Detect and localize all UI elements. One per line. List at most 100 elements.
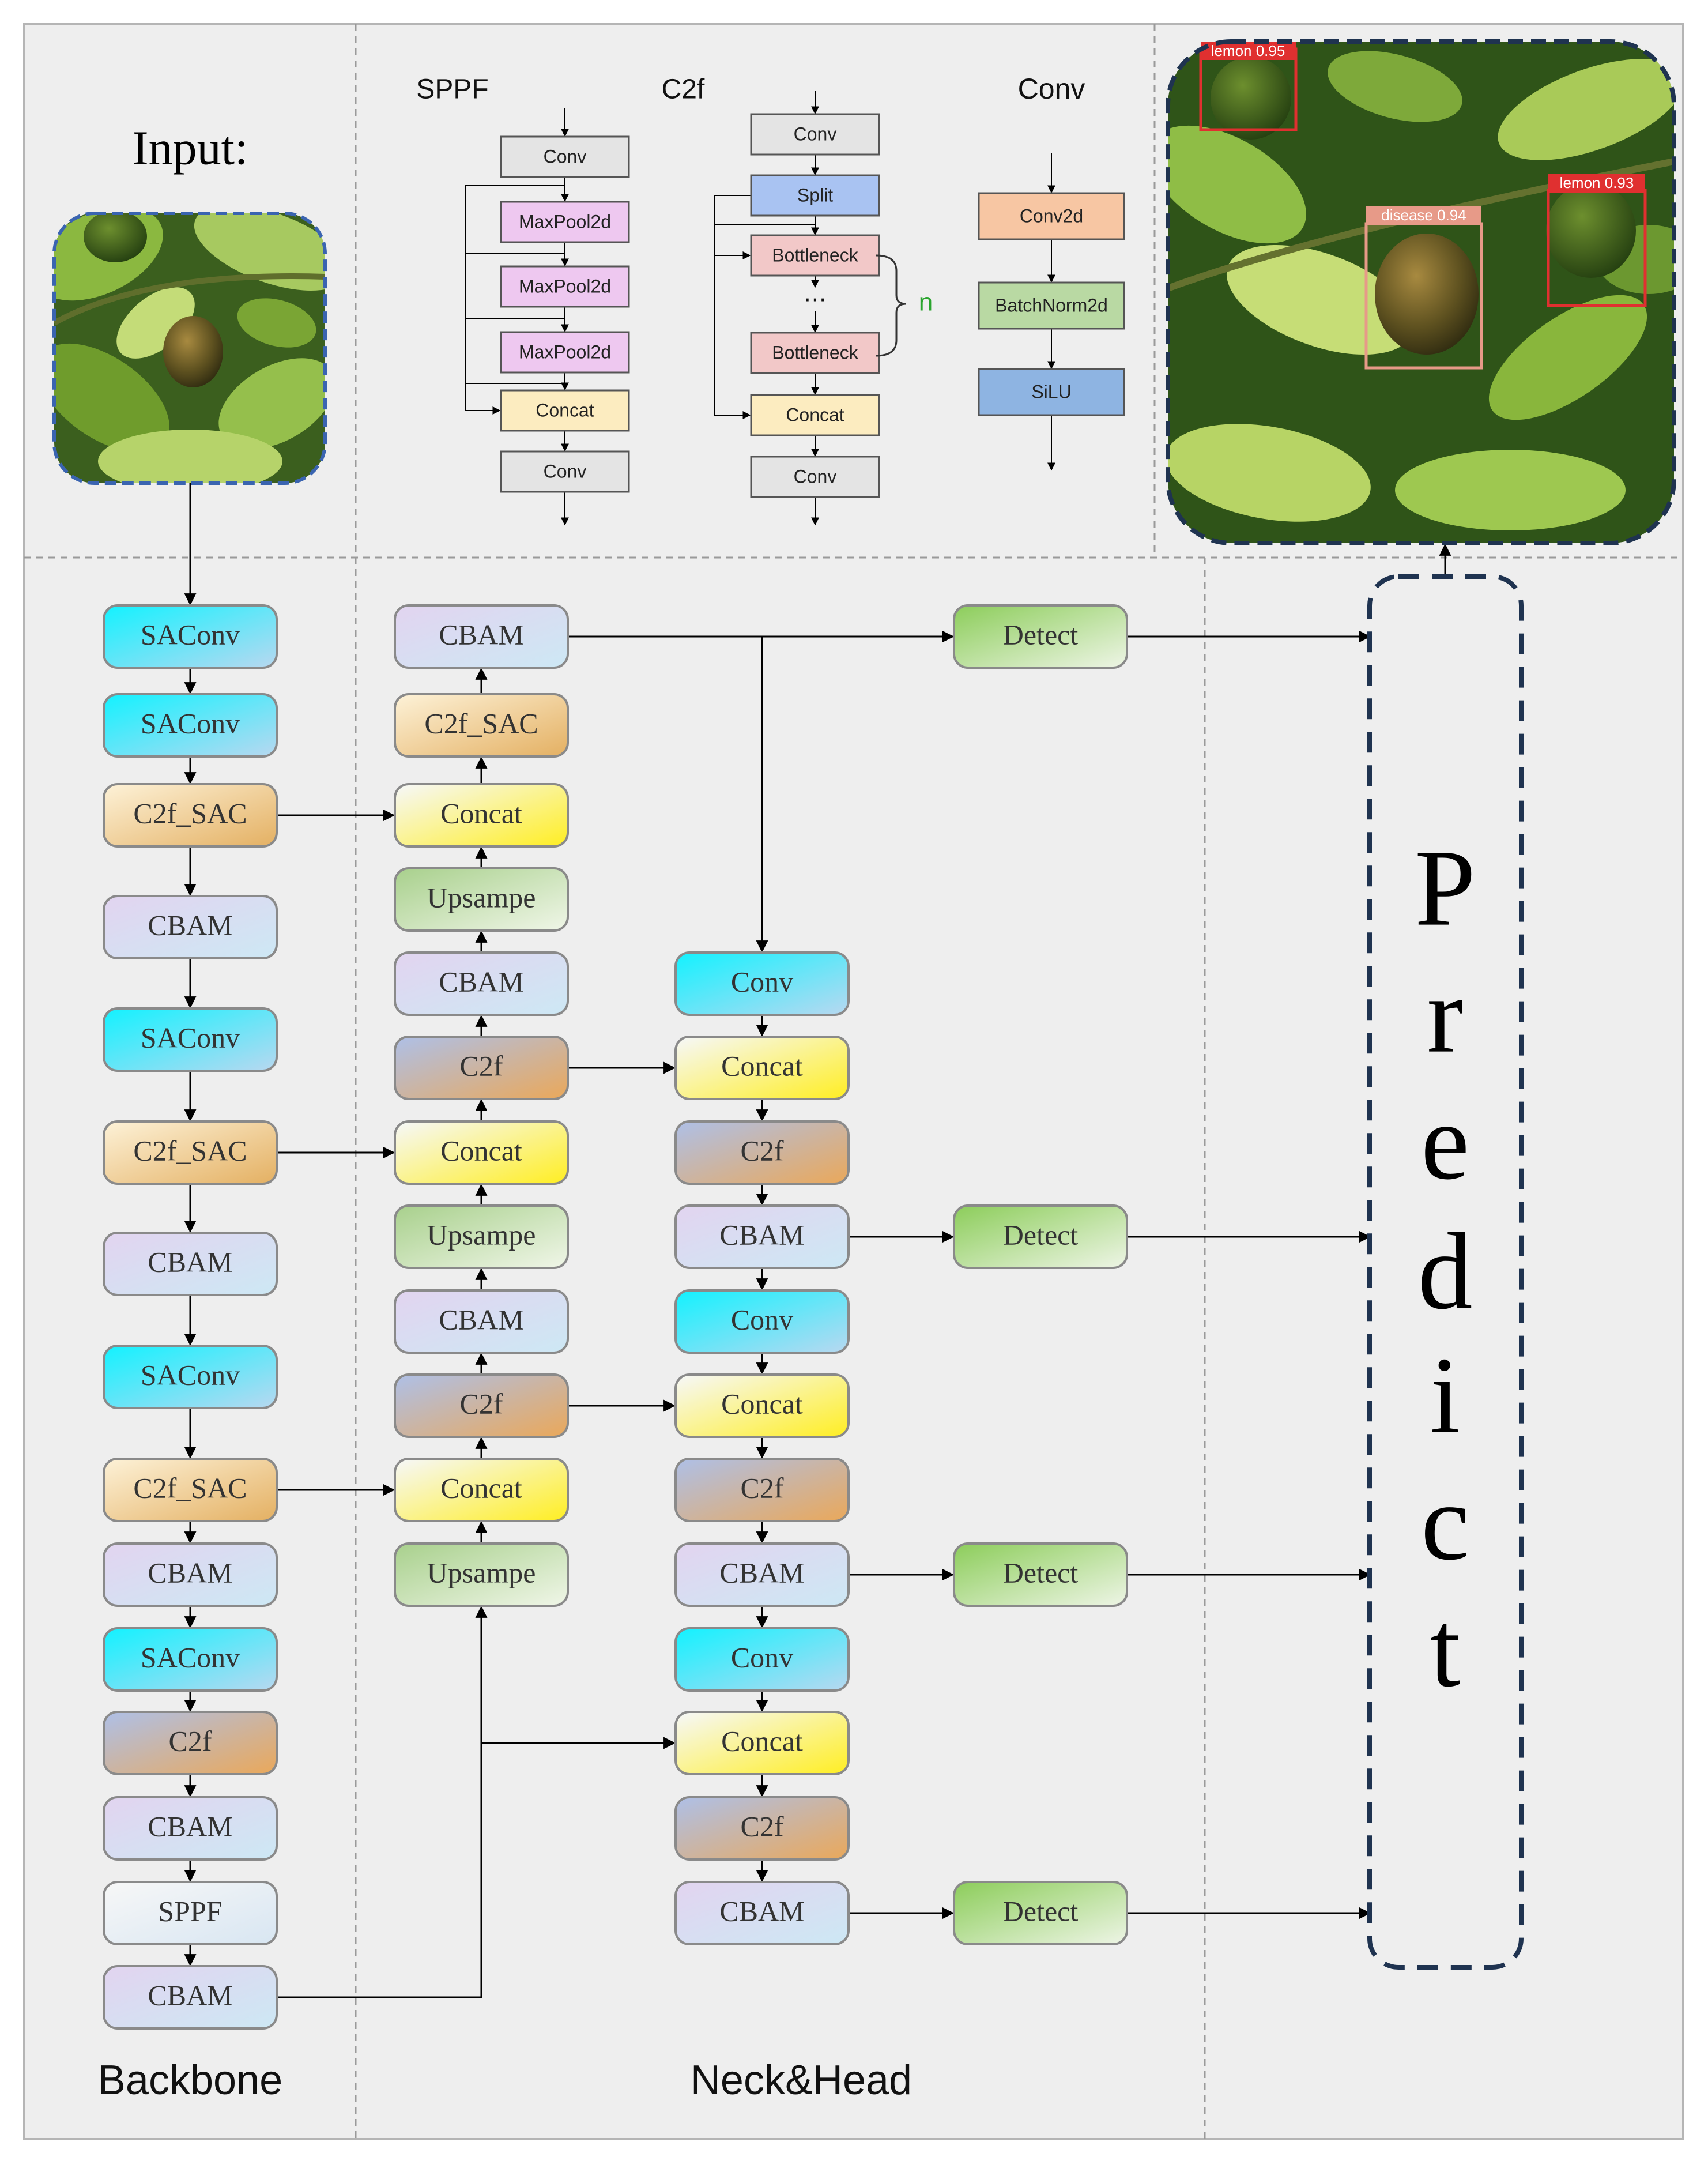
legend-sppf-block-1: Conv — [500, 135, 630, 178]
neck2-block-5-conv-label: Conv — [731, 1303, 793, 1335]
backbone-block-10-cbam-label: CBAM — [148, 1556, 232, 1588]
output-frame — [1166, 39, 1676, 545]
backbone-block-2-saconv: SAConv — [103, 693, 278, 758]
backbone-block-3-c2f-sac: C2f_SAC — [103, 783, 278, 848]
neck2-block-4-cbam-label: CBAM — [719, 1218, 804, 1251]
backbone-block-8-saconv: SAConv — [103, 1345, 278, 1409]
legend-c2f-title: C2f — [662, 74, 705, 105]
neck1-block-3-concat: Concat — [394, 783, 569, 848]
detect-block-1-label: Detect — [1003, 618, 1079, 650]
neck1-block-10-c2f-label: C2f — [460, 1387, 503, 1420]
detection-label-3: lemon 0.93 — [1560, 174, 1634, 191]
legend-conv-block-2-label: BatchNorm2d — [995, 295, 1108, 315]
detect-block-1: Detect — [953, 604, 1128, 669]
neck2-block-1-conv-label: Conv — [731, 965, 793, 997]
predict-frame — [1367, 574, 1524, 1970]
legend-sppf-block-5: Concat — [500, 389, 630, 432]
backbone-block-6-c2f-sac: C2f_SAC — [103, 1120, 278, 1185]
neck1-block-12-upsampe-label: Upsampe — [427, 1556, 536, 1588]
legend-sppf-block-4: MaxPool2d — [500, 331, 630, 374]
neck1-block-2-c2f-sac-label: C2f_SAC — [424, 707, 538, 739]
detect-block-3-label: Detect — [1003, 1556, 1079, 1588]
neck2-block-3-c2f: C2f — [674, 1120, 850, 1185]
detect-block-2: Detect — [953, 1204, 1128, 1269]
neck2-block-3-c2f-label: C2f — [741, 1134, 784, 1166]
backbone-block-10-cbam: CBAM — [103, 1542, 278, 1607]
neck1-block-6-c2f: C2f — [394, 1036, 569, 1100]
neck1-block-5-cbam: CBAM — [394, 951, 569, 1016]
input-label: Input: — [133, 121, 248, 175]
backbone-block-1-saconv: SAConv — [103, 604, 278, 669]
blocks: SAConvSAConvC2f_SACCBAMSAConvC2f_SACCBAM… — [103, 113, 1128, 2030]
legend-sppf-block-1-label: Conv — [544, 146, 587, 167]
legend-conv-title: Conv — [1018, 73, 1085, 105]
backbone-block-11-saconv: SAConv — [103, 1627, 278, 1692]
neck1-block-8-upsampe-label: Upsampe — [427, 1218, 536, 1251]
backbone-block-15-cbam-label: CBAM — [148, 1979, 232, 2011]
backbone-block-12-c2f-label: C2f — [169, 1725, 212, 1757]
predict-letter-1: P — [1415, 828, 1476, 949]
legend-c2f-dots: ⋯ — [804, 287, 827, 313]
neck2-block-12-cbam-label: CBAM — [719, 1895, 804, 1927]
legend-sppf-block-6: Conv — [500, 450, 630, 493]
neck1-block-12-upsampe: Upsampe — [394, 1542, 569, 1607]
neck1-block-9-cbam: CBAM — [394, 1289, 569, 1354]
neck1-block-7-concat: Concat — [394, 1120, 569, 1185]
backbone-block-14-sppf: SPPF — [103, 1881, 278, 1945]
legend-conv-block-2: BatchNorm2d — [978, 281, 1125, 330]
neck1-block-1-cbam: CBAM — [394, 604, 569, 669]
backbone-block-9-c2f-sac-label: C2f_SAC — [133, 1471, 247, 1504]
backbone-block-2-saconv-label: SAConv — [141, 707, 240, 739]
detect-block-2-label: Detect — [1003, 1218, 1079, 1251]
neck2-block-4-cbam: CBAM — [674, 1204, 850, 1269]
legend-c2f-bypass-1 — [714, 195, 751, 419]
legend-repeat-brace — [876, 254, 907, 357]
legend-c2f-block-5-label: Concat — [786, 404, 844, 425]
backbone-block-4-cbam-label: CBAM — [148, 909, 232, 941]
backbone-block-14-sppf-label: SPPF — [158, 1895, 222, 1927]
legend-c2f-block-1-label: Conv — [794, 123, 837, 144]
backbone-block-7-cbam: CBAM — [103, 1232, 278, 1296]
backbone-block-6-c2f-sac-label: C2f_SAC — [133, 1134, 247, 1166]
backbone-block-3-c2f-sac-label: C2f_SAC — [133, 797, 247, 829]
neck1-block-9-cbam-label: CBAM — [439, 1303, 523, 1335]
neck1-block-4-upsampe: Upsampe — [394, 867, 569, 932]
backbone-block-12-c2f: C2f — [103, 1711, 278, 1775]
legend-sppf-block-4-label: MaxPool2d — [519, 341, 611, 362]
neck2-block-10-concat: Concat — [674, 1711, 850, 1775]
legend-sppf-bypass-1 — [465, 185, 565, 415]
neck1-block-7-concat-label: Concat — [440, 1134, 522, 1166]
detect-block-4: Detect — [953, 1881, 1128, 1945]
legend-conv-block-1-label: Conv2d — [1020, 205, 1083, 226]
legend-c2f-block-1: Conv — [750, 113, 880, 156]
neck2-block-2-concat: Concat — [674, 1036, 850, 1100]
backbone-block-13-cbam: CBAM — [103, 1796, 278, 1861]
neck2-block-8-cbam-label: CBAM — [719, 1556, 804, 1588]
output-image: lemon 0.95 disease 0.94 lemon 0.93 — [1166, 39, 1676, 545]
backbone-block-13-cbam-label: CBAM — [148, 1810, 232, 1842]
detect-block-3: Detect — [953, 1542, 1128, 1607]
sppf-branch-arrow — [277, 1605, 488, 1998]
predict-letter-3: e — [1421, 1082, 1469, 1203]
legend-sppf-block-2-label: MaxPool2d — [519, 211, 611, 232]
neck1-block-1-cbam-label: CBAM — [439, 618, 523, 650]
legend-c2f-repeat: n — [919, 288, 933, 317]
backbone-block-8-saconv-label: SAConv — [141, 1358, 240, 1391]
neck1-block-11-concat-label: Concat — [440, 1471, 522, 1504]
neck2-block-7-c2f: C2f — [674, 1458, 850, 1522]
neck1-block-3-concat-label: Concat — [440, 797, 522, 829]
legend-conv-block-3: SiLU — [978, 368, 1125, 416]
neck2-block-1-conv: Conv — [674, 951, 850, 1016]
neck2-block-2-concat-label: Concat — [721, 1049, 803, 1082]
neck2-block-12-cbam: CBAM — [674, 1881, 850, 1945]
legend-c2f-block-4: Bottleneck — [750, 332, 880, 374]
legend-c2f-block-6: Conv — [750, 456, 880, 498]
legend-sppf-block-5-label: Concat — [536, 400, 594, 420]
backbone-block-7-cbam-label: CBAM — [148, 1245, 232, 1278]
backbone-block-5-saconv: SAConv — [103, 1007, 278, 1072]
neck2-block-9-conv-label: Conv — [731, 1641, 793, 1673]
neck2-block-9-conv: Conv — [674, 1627, 850, 1692]
backbone-block-9-c2f-sac: C2f_SAC — [103, 1458, 278, 1522]
neck1-block-10-c2f: C2f — [394, 1373, 569, 1438]
